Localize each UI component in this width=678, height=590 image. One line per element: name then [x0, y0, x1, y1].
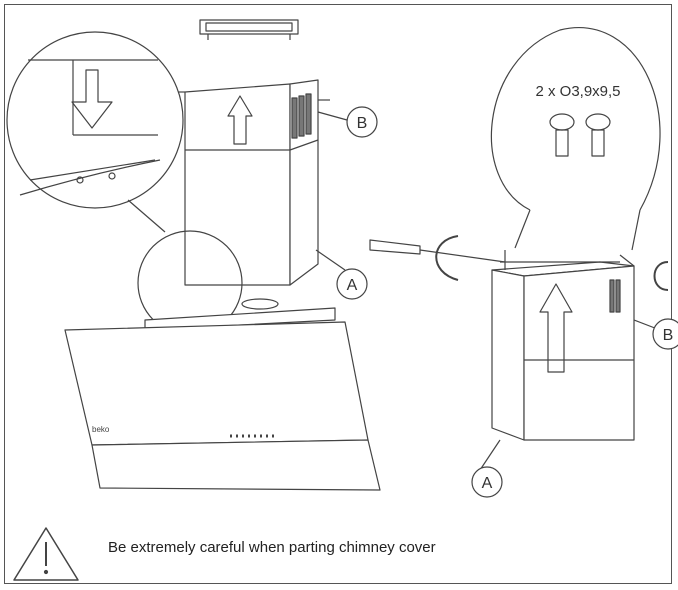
- detail-magnifier-left: [6, 31, 184, 233]
- rotation-arrow-icon: [435, 235, 459, 281]
- up-arrow-icon: [227, 95, 253, 145]
- screwdriver-icon: [369, 239, 506, 263]
- label-b-upper: B: [357, 115, 368, 132]
- mounting-bracket: [199, 19, 299, 40]
- warning-triangle-icon: [13, 527, 79, 581]
- label-a-upper: A: [347, 277, 358, 294]
- detail-magnifier-right: [490, 27, 661, 251]
- upper-chimney-cover: [172, 79, 346, 286]
- label-b-lower: B: [663, 327, 674, 344]
- hood-body: beko: [64, 230, 381, 491]
- lower-chimney-cover: [479, 250, 669, 471]
- svg-text:beko: beko: [92, 425, 110, 434]
- down-arrow-icon: [71, 69, 113, 129]
- screws-spec: 2 x O3,9x9,5: [535, 83, 620, 100]
- label-a-lower: A: [482, 475, 493, 492]
- up-arrow-icon: [539, 283, 573, 373]
- rotation-arrow-icon: [653, 261, 669, 291]
- warning-message: Be extremely careful when parting chimne…: [108, 539, 436, 556]
- screw-icon: [549, 113, 611, 157]
